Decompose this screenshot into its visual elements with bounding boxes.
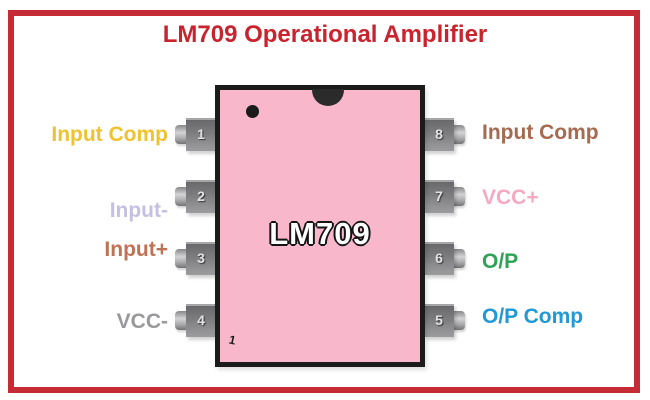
pin1-label: Input Comp [51, 123, 168, 146]
pin3-number-box: 3 [186, 242, 216, 275]
pin2-number-box: 2 [186, 180, 216, 213]
pin6-number-box: 6 [424, 242, 454, 275]
pin8-number-box: 8 [424, 118, 454, 151]
pin1-number-box: 1 [186, 118, 216, 151]
pin4-number-box: 4 [186, 304, 216, 337]
pin7-label: VCC+ [482, 186, 539, 209]
pin7-number-box: 7 [424, 180, 454, 213]
pin1-dot-icon [246, 105, 259, 118]
pin2-label: Input- [109, 199, 168, 222]
diagram-border-frame [8, 10, 640, 393]
pin3-label: Input+ [104, 238, 168, 261]
ic-body: LM709 1 [215, 85, 425, 367]
pin5-label: O/P Comp [482, 305, 584, 328]
pin5-number-box: 5 [424, 304, 454, 337]
pin1-corner-mark: 1 [227, 332, 238, 348]
pin8-label: Input Comp [482, 121, 599, 144]
pin4-label: VCC- [116, 310, 168, 333]
chip-name: LM709 [269, 216, 371, 251]
pin6-label: O/P [482, 250, 519, 273]
orientation-notch-icon [312, 89, 344, 106]
page-title: LM709 Operational Amplifier [162, 21, 488, 48]
